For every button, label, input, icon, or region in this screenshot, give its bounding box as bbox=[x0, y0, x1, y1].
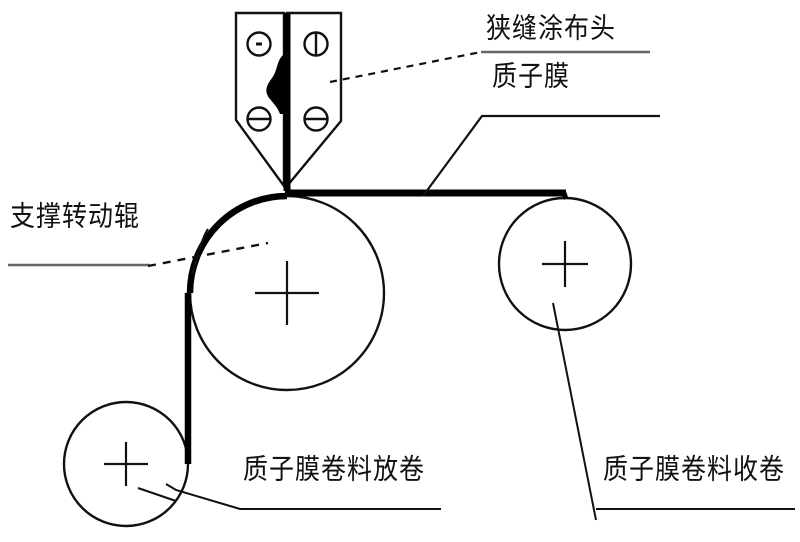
leader-rewind-roll-path bbox=[552, 302, 597, 521]
leader-slot-die-head bbox=[329, 50, 650, 84]
die-bolt-lower-right bbox=[303, 106, 329, 132]
unwind-roller bbox=[62, 400, 190, 528]
label-rewind-roll: 质子膜卷料收卷 bbox=[603, 452, 786, 486]
die-bolt-lower-left bbox=[246, 106, 272, 132]
slot-die-coating-head bbox=[234, 11, 343, 191]
leader-unwind-roll bbox=[137, 483, 441, 510]
leader-proton-membrane bbox=[422, 114, 660, 197]
label-slot-die-head: 狭缝涂布头 bbox=[486, 11, 617, 45]
leader-support-roller-hook bbox=[191, 228, 209, 275]
die-cavity bbox=[266, 55, 284, 114]
leader-support-roller bbox=[8, 228, 269, 275]
label-proton-membrane: 质子膜 bbox=[492, 59, 571, 93]
leader-proton-membrane-path bbox=[422, 114, 660, 197]
leader-rewind-roll bbox=[552, 302, 795, 521]
web-segment-rewind-entry bbox=[561, 192, 569, 200]
label-support-roller: 支撑转动辊 bbox=[10, 199, 141, 233]
die-bolt-upper-right bbox=[303, 31, 329, 57]
die-bolt-upper-left bbox=[246, 31, 272, 57]
leader-support-roller-dashed bbox=[147, 241, 269, 268]
die-slot bbox=[283, 13, 291, 191]
rewind-roller bbox=[497, 196, 633, 332]
leader-unwind-roll-stub bbox=[137, 487, 177, 502]
leader-unwind-roll-path bbox=[165, 483, 441, 510]
leader-slot-die-head-dashed bbox=[329, 50, 482, 84]
label-unwind-roll: 质子膜卷料放卷 bbox=[243, 452, 426, 486]
